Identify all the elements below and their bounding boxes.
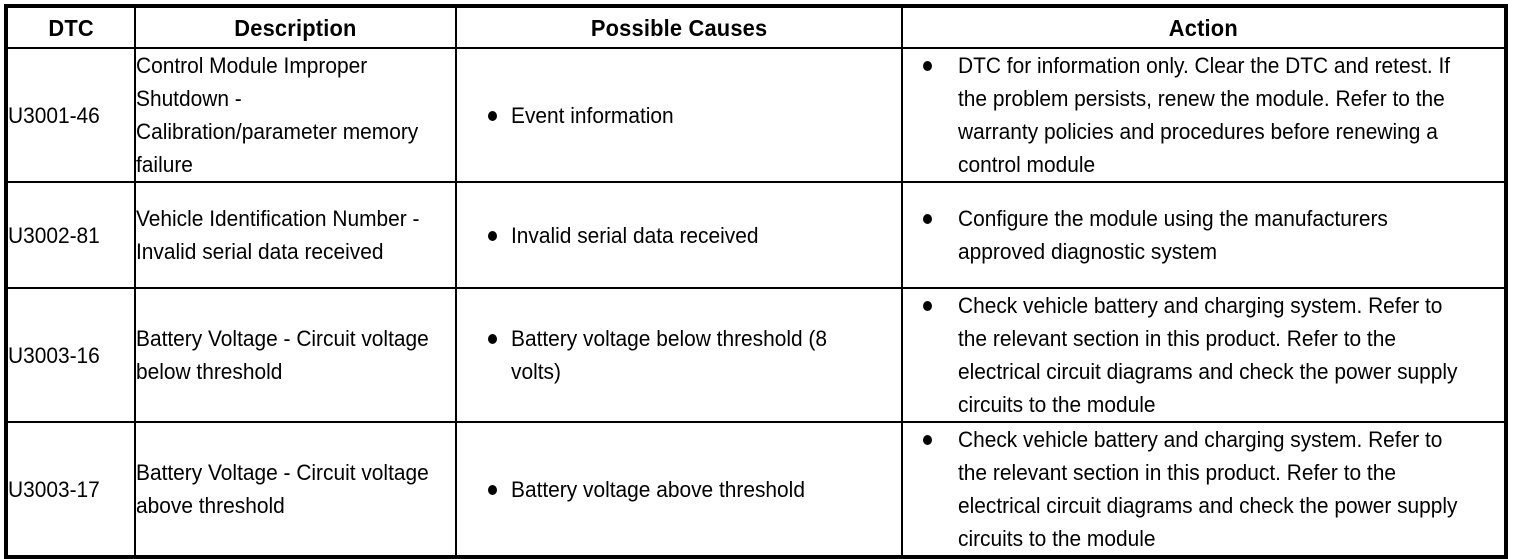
list-item: Check vehicle battery and charging syste…	[903, 423, 1504, 555]
list-item: Battery voltage above threshold	[457, 473, 901, 506]
cell-dtc: U3003-17	[4, 421, 137, 558]
possible-cause-text: Event information	[511, 102, 674, 128]
bullet-dot-icon	[488, 484, 498, 495]
table-row: U3003-16 Battery Voltage - Circuit volta…	[4, 287, 1507, 423]
cell-possible-causes: Battery voltage above threshold	[455, 421, 904, 558]
table-row: U3001-46 Control Module Improper Shutdow…	[4, 47, 1507, 183]
bullet-dot-icon	[923, 301, 933, 311]
possible-causes-list: Invalid serial data received	[457, 219, 901, 252]
description-text: Battery Voltage - Circuit voltage above …	[136, 460, 430, 518]
cell-action: DTC for information only. Clear the DTC …	[901, 47, 1507, 183]
list-item: Invalid serial data received	[457, 219, 901, 252]
possible-cause-text: Invalid serial data received	[511, 222, 759, 248]
bullet-dot-icon	[488, 230, 498, 241]
bullet-dot-icon	[488, 334, 498, 344]
cell-dtc: U3002-81	[4, 181, 137, 289]
dtc-code: U3003-17	[8, 476, 100, 502]
cell-possible-causes: Event information	[455, 47, 904, 183]
description-text: Control Module Improper Shutdown - Calib…	[136, 53, 419, 177]
bullet-dot-icon	[488, 110, 498, 121]
possible-causes-list: Battery voltage above threshold	[457, 473, 901, 506]
list-item: Check vehicle battery and charging syste…	[903, 289, 1504, 421]
possible-cause-text: Battery voltage below threshold (8 volts…	[511, 326, 828, 384]
description-text: Vehicle Identification Number - Invalid …	[136, 206, 420, 264]
bullet-dot-icon	[923, 214, 933, 224]
action-list: Check vehicle battery and charging syste…	[903, 289, 1504, 421]
possible-causes-list: Battery voltage below threshold (8 volts…	[457, 322, 901, 388]
dtc-code: U3003-16	[8, 342, 100, 368]
column-header-dtc: DTC	[4, 5, 137, 49]
action-text: Check vehicle battery and charging syste…	[958, 427, 1458, 551]
action-list: Configure the module using the manufactu…	[903, 202, 1504, 268]
possible-causes-list: Event information	[457, 99, 901, 132]
dtc-diagnostic-table: DTC Description Possible Causes Action U…	[4, 4, 1508, 559]
column-header-action: Action	[901, 5, 1507, 49]
cell-dtc: U3003-16	[4, 287, 137, 423]
dtc-code: U3002-81	[8, 222, 100, 248]
dtc-code: U3001-46	[8, 102, 100, 128]
action-text: Configure the module using the manufactu…	[958, 206, 1389, 264]
cell-possible-causes: Invalid serial data received	[455, 181, 904, 289]
list-item: DTC for information only. Clear the DTC …	[903, 49, 1504, 181]
table-row: U3003-17 Battery Voltage - Circuit volta…	[4, 421, 1507, 558]
table-header: DTC Description Possible Causes Action	[4, 5, 1507, 49]
column-header-action-label: Action	[1169, 14, 1239, 41]
bullet-dot-icon	[923, 61, 933, 71]
bullet-dot-icon	[923, 435, 933, 445]
column-header-description-label: Description	[234, 14, 357, 41]
action-text: DTC for information only. Clear the DTC …	[958, 53, 1451, 177]
cell-description: Vehicle Identification Number - Invalid …	[134, 181, 458, 289]
cell-action: Check vehicle battery and charging syste…	[901, 287, 1507, 423]
possible-cause-text: Battery voltage above threshold	[511, 476, 806, 502]
column-header-possible-causes: Possible Causes	[455, 5, 904, 49]
table-row: U3002-81 Vehicle Identification Number -…	[4, 181, 1507, 289]
cell-description: Battery Voltage - Circuit voltage below …	[134, 287, 458, 423]
cell-action: Configure the module using the manufactu…	[901, 181, 1507, 289]
action-list: Check vehicle battery and charging syste…	[903, 423, 1504, 555]
list-item: Event information	[457, 99, 901, 132]
column-header-description: Description	[134, 5, 458, 49]
column-header-possible-causes-label: Possible Causes	[591, 14, 768, 41]
cell-description: Control Module Improper Shutdown - Calib…	[134, 47, 458, 183]
table-body: U3001-46 Control Module Improper Shutdow…	[4, 47, 1507, 558]
cell-action: Check vehicle battery and charging syste…	[901, 421, 1507, 558]
action-list: DTC for information only. Clear the DTC …	[903, 49, 1504, 181]
column-header-dtc-label: DTC	[48, 14, 94, 41]
list-item: Configure the module using the manufactu…	[903, 202, 1504, 268]
action-text: Check vehicle battery and charging syste…	[958, 293, 1458, 417]
list-item: Battery voltage below threshold (8 volts…	[457, 322, 901, 388]
cell-description: Battery Voltage - Circuit voltage above …	[134, 421, 458, 558]
cell-possible-causes: Battery voltage below threshold (8 volts…	[455, 287, 904, 423]
header-row: DTC Description Possible Causes Action	[4, 5, 1507, 49]
description-text: Battery Voltage - Circuit voltage below …	[136, 326, 430, 384]
cell-dtc: U3001-46	[4, 47, 137, 183]
